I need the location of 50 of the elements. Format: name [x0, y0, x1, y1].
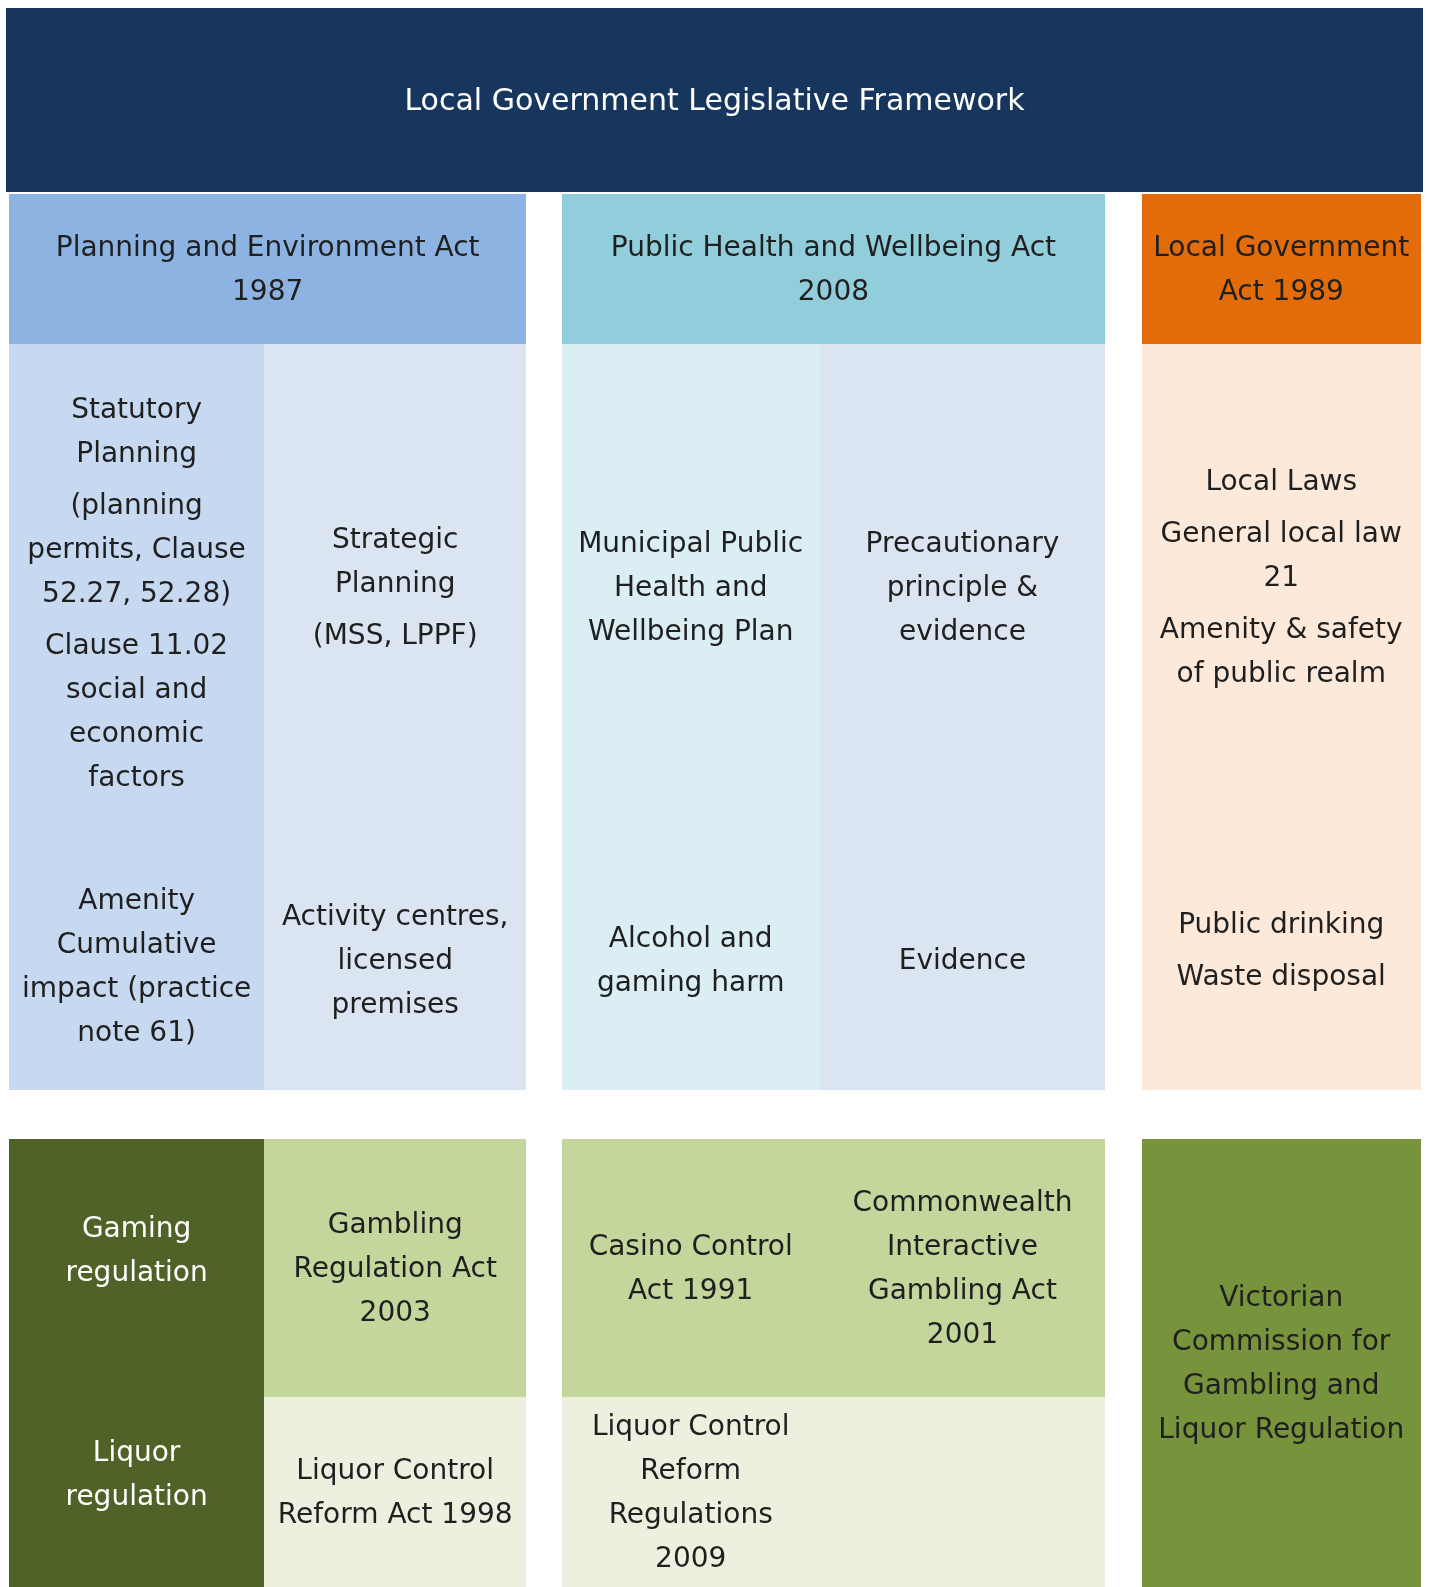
framework-title: Local Government Legislative Framework: [404, 81, 1025, 120]
row-heading: [9, 1361, 265, 1587]
table-cell: [264, 344, 527, 830]
cell-text: Public drinking: [1178, 905, 1385, 942]
act-heading: [1141, 194, 1421, 345]
cell-text: Precautionary principle & evidence: [864, 524, 1061, 649]
act-title: Planning and Environment Act 1987: [54, 229, 481, 310]
table-cell: [561, 829, 820, 1090]
cell-text: Local Laws: [1205, 462, 1358, 499]
cell-text: Strategic Planning: [330, 520, 460, 601]
cell-text: Amenity & safety of public realm: [1158, 610, 1404, 691]
cell-text: Municipal Public Health and Wellbeing Plan: [577, 524, 805, 649]
table-cell: [264, 1396, 527, 1587]
cell-text: Clause 11.02 social and economic factors: [44, 627, 230, 796]
table-cell: [819, 829, 1106, 1090]
table-cell: [1141, 344, 1421, 810]
act-title: Public Health and Wellbeing Act 2008: [609, 229, 1058, 310]
table-cell: [1141, 809, 1421, 1090]
cell-text: Amenity Cumulative impact (practice note 61): [20, 882, 253, 1050]
cell-text: Casino Control Act 1991: [587, 1227, 794, 1308]
cell-text: Liquor Control Reform Regulations 2009: [590, 1407, 791, 1576]
cell-text: (planning permits, Clause 52.27, 52.28): [26, 487, 247, 612]
regulator-cell: [1141, 1138, 1421, 1587]
cell-text: General local law 21: [1159, 514, 1403, 595]
cell-text: Gambling Regulation Act 2003: [292, 1205, 498, 1330]
cell-text: Alcohol and gaming harm: [595, 919, 786, 1000]
cell-text: (MSS, LPPF): [312, 616, 478, 653]
table-cell: [819, 344, 1106, 830]
cell-text: Evidence: [898, 941, 1027, 978]
act-title: Local Government Act 1989: [1152, 229, 1411, 310]
act-heading: [9, 194, 527, 345]
header-band: [6, 8, 1423, 193]
table-cell: [819, 1138, 1106, 1397]
cell-text: Waste disposal: [1176, 957, 1386, 994]
cell-text: Commonwealth Interactive Gambling Act 2001: [851, 1183, 1074, 1352]
table-cell: [561, 1138, 820, 1397]
table-cell: [264, 829, 527, 1090]
table-cell: [561, 344, 820, 830]
cell-text: Victorian Commission for Gambling and Liquor Regulation: [1157, 1278, 1406, 1447]
table-cell: [9, 842, 265, 1090]
row-title: Gaming regulation: [64, 1209, 209, 1290]
table-cell: [9, 344, 265, 842]
cell-text: Statutory Planning: [70, 391, 203, 472]
table-cell: [561, 1396, 820, 1587]
cell-text: Activity centres, licensed premises: [280, 897, 510, 1022]
table-cell: [264, 1138, 527, 1397]
act-heading: [561, 194, 1106, 345]
row-heading: [9, 1138, 265, 1362]
cell-text: Liquor Control Reform Act 1998: [276, 1451, 514, 1532]
row-title: Liquor regulation: [64, 1434, 209, 1514]
